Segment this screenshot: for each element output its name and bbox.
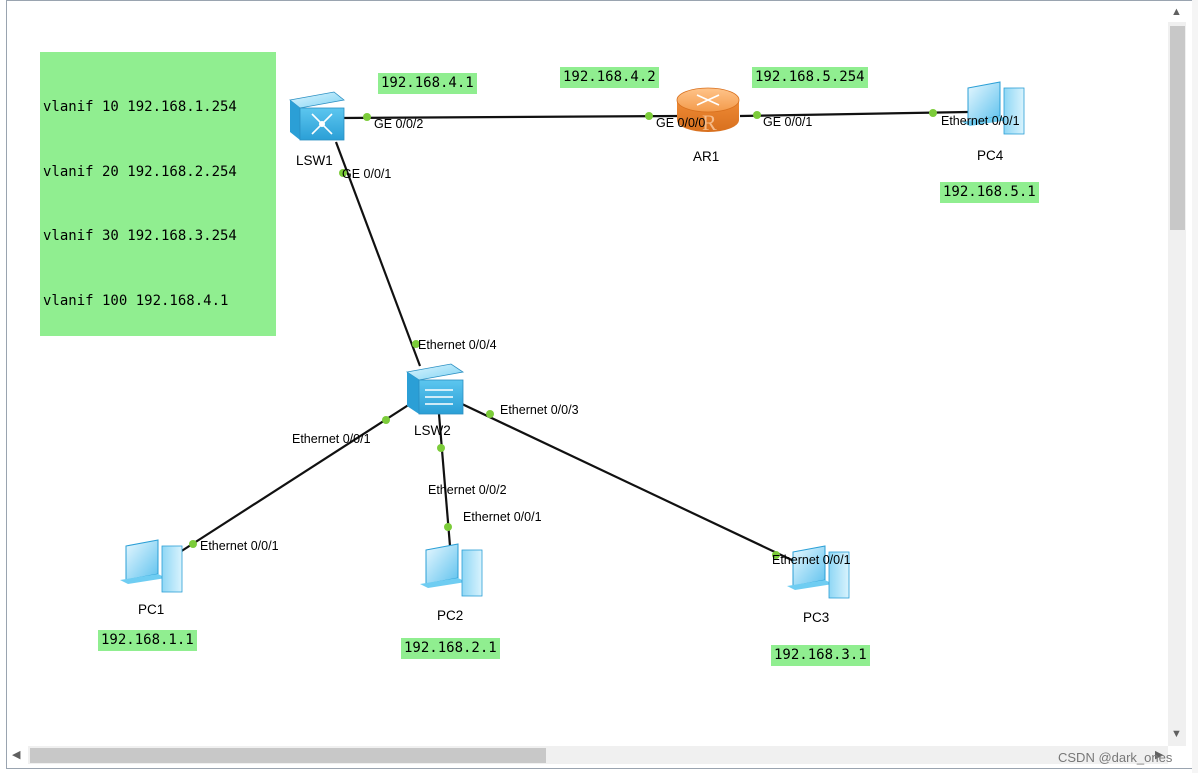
- window-edge: [1192, 0, 1198, 773]
- vertical-scroll-thumb[interactable]: [1170, 26, 1185, 230]
- device-label-pc3: PC3: [803, 610, 830, 625]
- port-label-lsw1-ge002: GE 0/0/2: [374, 117, 424, 131]
- switch-icon[interactable]: [289, 91, 345, 141]
- router-icon[interactable]: R: [676, 87, 740, 135]
- device-label-lsw1: LSW1: [296, 153, 333, 168]
- note-ar1-right-ip[interactable]: 192.168.5.254: [752, 67, 868, 88]
- pc-icon[interactable]: [787, 545, 850, 599]
- port-label-lsw2-eth003: Ethernet 0/0/3: [500, 403, 579, 417]
- vlanif-line: vlanif 10 192.168.1.254: [43, 99, 237, 115]
- link-lsw1-ar1: [339, 114, 681, 120]
- port-label-pc1-eth: Ethernet 0/0/1: [200, 539, 279, 553]
- device-label-pc1: PC1: [138, 602, 165, 617]
- port-dot-lsw1-ge001: [339, 169, 347, 177]
- link-lsw1-lsw2: [334, 141, 422, 367]
- link-lsw2-pc3: [461, 403, 797, 563]
- vlanif-line: vlanif 100 192.168.4.1: [43, 292, 229, 309]
- svg-text:R: R: [702, 110, 717, 135]
- port-dot-pc4-eth: [929, 109, 937, 117]
- device-label-pc4: PC4: [977, 148, 1004, 163]
- vlanif-note[interactable]: vlanif 10 192.168.1.254 vlanif 20 192.16…: [40, 52, 276, 336]
- port-dot-lsw2-eth001: [382, 416, 390, 424]
- note-pc2-ip[interactable]: 192.168.2.1: [401, 638, 500, 659]
- port-dot-lsw1-ge002: [363, 113, 371, 121]
- port-dot-ar1-ge001: [753, 111, 761, 119]
- scroll-down-icon[interactable]: ▼: [1171, 728, 1182, 740]
- scroll-right-icon[interactable]: ▶: [1155, 749, 1164, 761]
- port-label-pc3-eth: Ethernet 0/0/1: [772, 553, 851, 567]
- port-dot-pc1-eth: [189, 540, 197, 548]
- horizontal-scroll-thumb[interactable]: [30, 748, 546, 763]
- device-label-lsw2: LSW2: [414, 423, 451, 438]
- device-label-pc2: PC2: [437, 608, 464, 623]
- port-label-pc4-eth: Ethernet 0/0/1: [941, 114, 1020, 128]
- link-lsw2-pc1: [179, 403, 411, 553]
- scroll-left-icon[interactable]: ◀: [12, 749, 21, 761]
- vlanif-line: vlanif 20 192.168.2.254: [43, 163, 237, 180]
- note-pc1-ip[interactable]: 192.168.1.1: [98, 630, 197, 651]
- note-pc3-ip[interactable]: 192.168.3.1: [771, 645, 870, 666]
- pc-icon[interactable]: [962, 81, 1025, 135]
- port-dot-ar1-ge000: [645, 112, 653, 120]
- port-dot-pc3-eth: [772, 551, 780, 559]
- note-lsw1-ip[interactable]: 192.168.4.1: [378, 73, 477, 94]
- note-ar1-left-ip[interactable]: 192.168.4.2: [560, 67, 659, 88]
- device-label-ar1: AR1: [693, 149, 720, 164]
- port-dot-lsw2-eth002: [437, 444, 445, 452]
- scroll-up-icon[interactable]: ▲: [1171, 6, 1182, 18]
- port-label-lsw2-eth002: Ethernet 0/0/2: [428, 483, 507, 497]
- port-label-lsw1-ge001: GE 0/0/1: [342, 167, 392, 181]
- note-pc4-ip[interactable]: 192.168.5.1: [940, 182, 1039, 203]
- pc-icon[interactable]: [120, 539, 183, 593]
- vlanif-line: vlanif 30 192.168.3.254: [43, 228, 237, 244]
- port-label-lsw2-eth001: Ethernet 0/0/1: [292, 432, 371, 446]
- switch-icon[interactable]: [405, 363, 465, 415]
- port-label-lsw2-eth004: Ethernet 0/0/4: [418, 338, 497, 352]
- port-dot-lsw2-eth003: [486, 410, 494, 418]
- pc-icon[interactable]: [420, 543, 483, 597]
- port-dot-pc2-eth: [444, 523, 452, 531]
- watermark: CSDN @dark_ones: [1058, 750, 1173, 765]
- port-label-ar1-ge001: GE 0/0/1: [763, 115, 813, 129]
- port-label-pc2-eth: Ethernet 0/0/1: [463, 510, 542, 524]
- port-label-ar1-ge000: GE 0/0/0: [656, 116, 706, 130]
- port-dot-lsw2-eth004: [412, 340, 420, 348]
